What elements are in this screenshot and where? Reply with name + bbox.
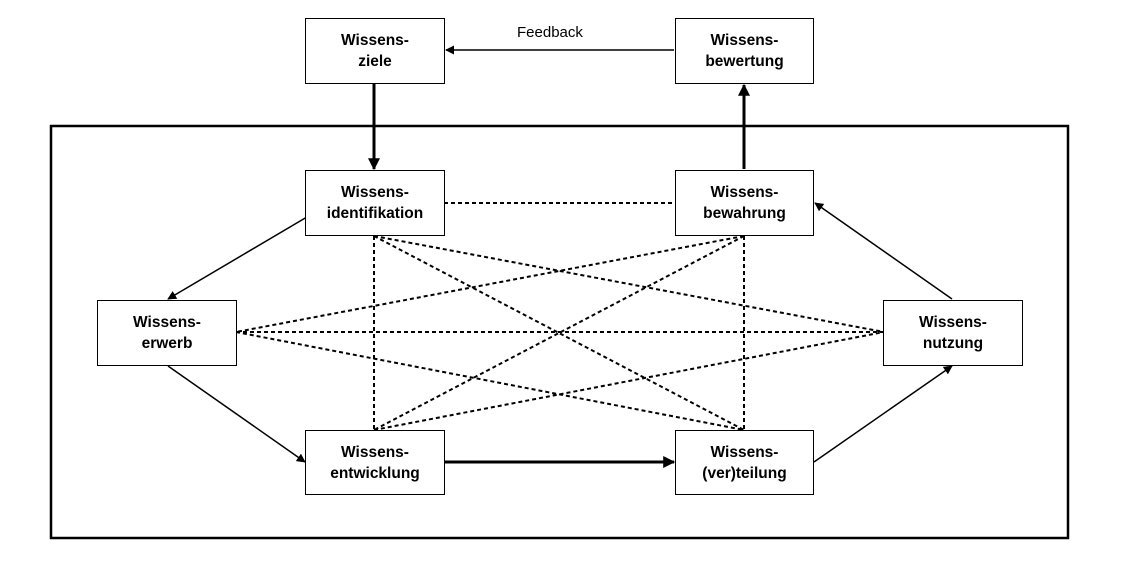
verteilung-to-nutzung-arrow — [813, 365, 953, 463]
node-wissensbewertung: Wissens- bewertung — [675, 18, 814, 84]
node-line1: Wissens- — [341, 184, 409, 201]
node-wissensbewahrung: Wissens- bewahrung — [675, 170, 814, 236]
node-line1: Wissens- — [710, 32, 779, 49]
node-line2: nutzung — [922, 335, 984, 352]
node-line1: Wissens- — [919, 314, 987, 331]
node-line2: erwerb — [141, 335, 193, 352]
dotted-line-identifikation-nutzung — [373, 235, 885, 333]
core-process-frame — [49, 124, 1070, 540]
node-line2: entwicklung — [330, 464, 420, 482]
node-wissensidentifikation: Wissens- identifikation — [305, 170, 445, 236]
dotted-interconnections — [235, 202, 885, 431]
node-line2: bewertung — [705, 53, 784, 70]
node-line1: Wissens- — [710, 184, 779, 201]
nutzung-to-bewahrung-arrow — [814, 202, 953, 300]
node-line2: ziele — [358, 53, 392, 70]
node-wissensziele: Wissens- ziele — [305, 18, 445, 84]
node-wissensverteilung: Wissens- (ver)teilung — [675, 430, 814, 495]
node-line2: (ver)teilung — [702, 464, 787, 482]
node-line1: Wissens- — [341, 32, 409, 49]
process-arrows — [167, 45, 953, 468]
identifikation-to-erwerb-arrow — [167, 213, 313, 300]
node-line1: Wissens- — [341, 443, 409, 461]
node-wissensentwicklung: Wissens- entwicklung — [305, 430, 445, 495]
node-line2: identifikation — [326, 205, 424, 222]
erwerb-to-entwicklung-arrow — [167, 365, 306, 463]
node-wissensnutzung: Wissens- nutzung — [883, 300, 1023, 366]
node-line2: bewahrung — [703, 205, 786, 222]
dotted-line-bewahrung-erwerb — [235, 235, 745, 333]
dotted-line-entwicklung-nutzung — [373, 331, 885, 431]
dotted-line-erwerb-verteilung — [235, 331, 745, 431]
feedback-label: Feedback — [517, 24, 583, 41]
node-wissenserwerb: Wissens- erwerb — [97, 300, 237, 366]
node-line1: Wissens- — [710, 443, 779, 461]
node-line1: Wissens- — [133, 314, 201, 331]
